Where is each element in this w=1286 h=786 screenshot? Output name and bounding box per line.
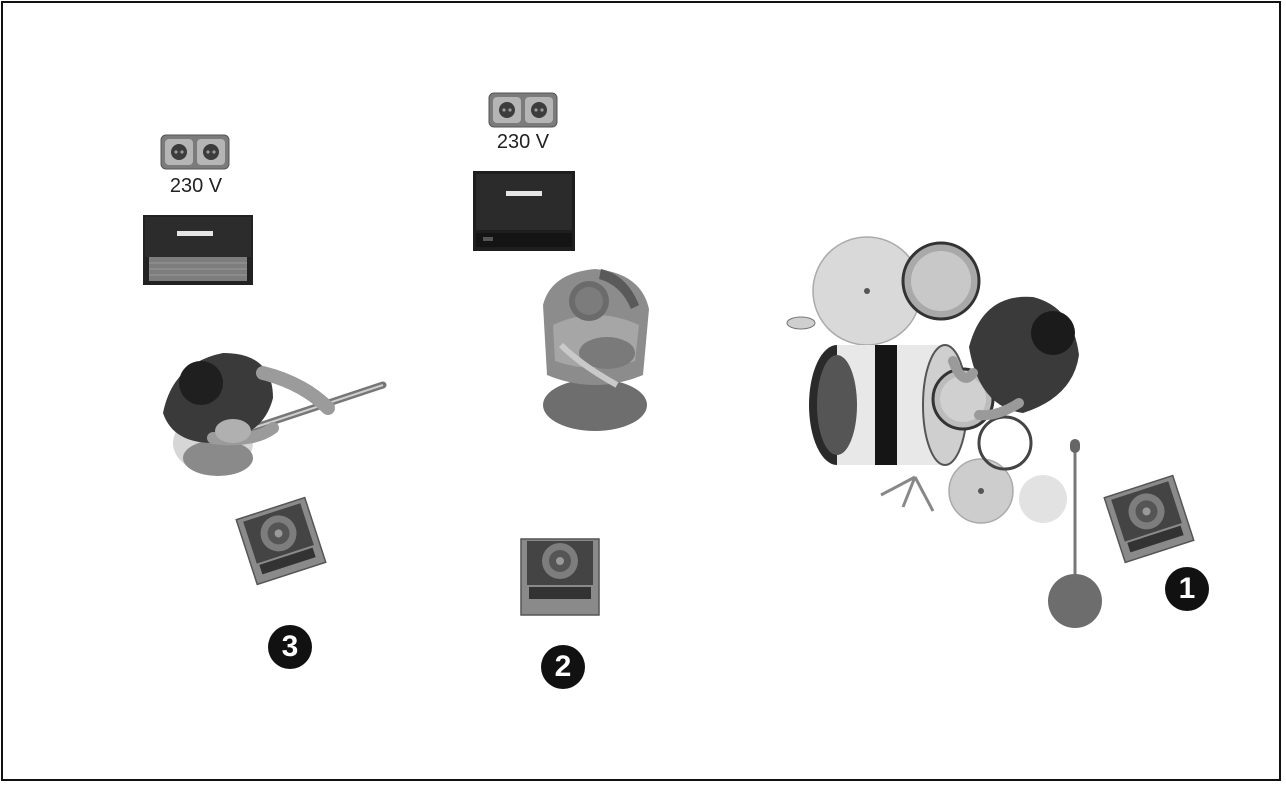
stage-monitor-icon <box>235 495 327 587</box>
outlet-voltage-label-middle: 230 V <box>490 131 556 154</box>
stage-monitor-icon <box>1101 471 1197 567</box>
stage-monitor-icon <box>521 535 599 615</box>
bass-amp-icon <box>473 171 575 251</box>
position-2-badge: 2 <box>541 645 585 689</box>
power-outlet-icon <box>489 93 557 127</box>
bassist-icon <box>531 265 659 433</box>
guitar-amp-icon <box>143 215 253 285</box>
guitarist-icon <box>153 343 393 483</box>
outlet-voltage-label-left: 230 V <box>163 175 229 198</box>
position-1-badge: 1 <box>1165 567 1209 611</box>
position-3-badge: 3 <box>268 625 312 669</box>
power-outlet-icon <box>161 135 229 169</box>
drum-kit-icon <box>783 237 1083 527</box>
microphone-stand-icon <box>1043 435 1107 635</box>
